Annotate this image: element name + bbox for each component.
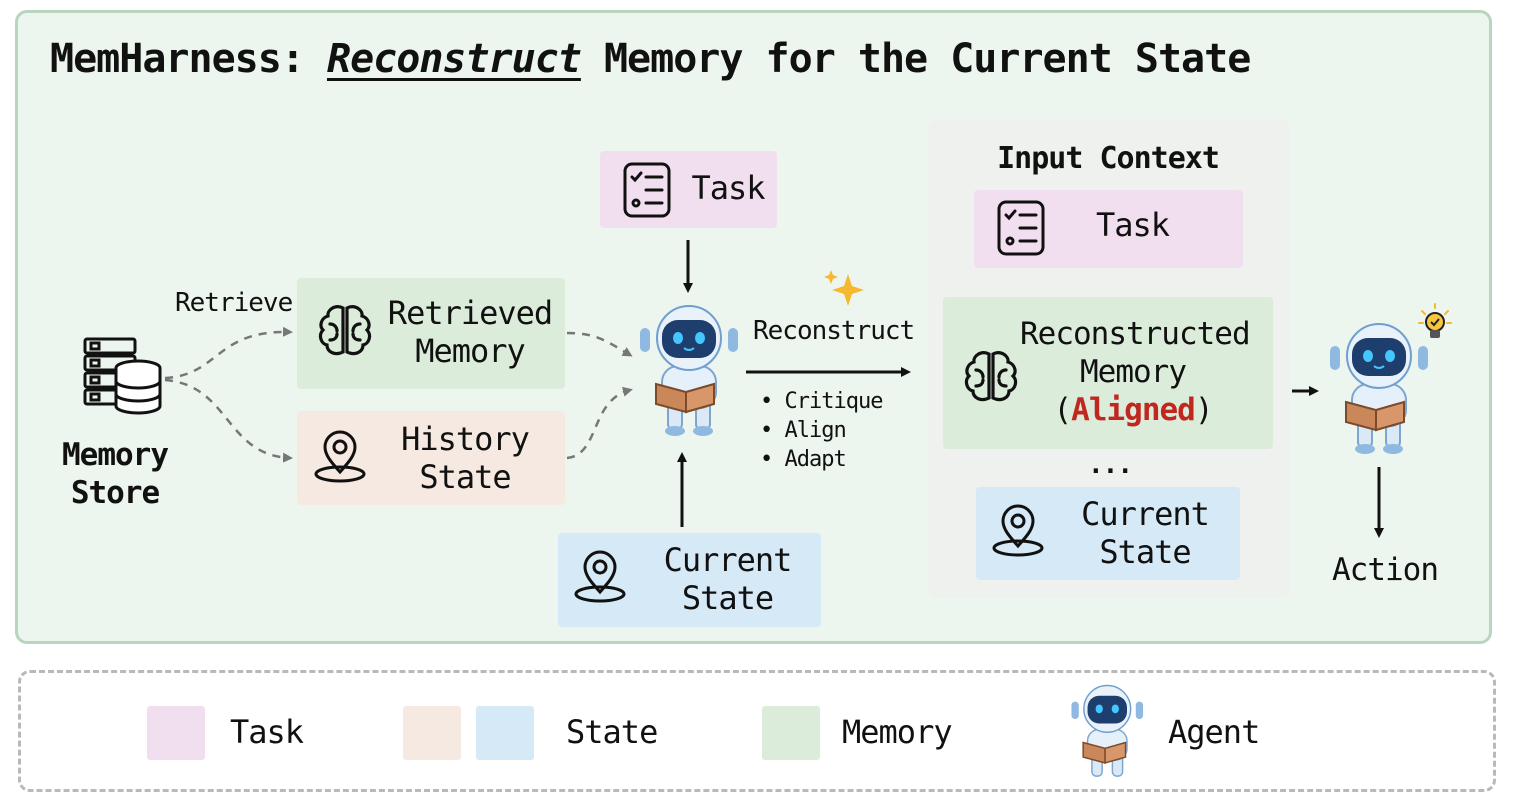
context-state-box [976, 487, 1240, 580]
context-memory-label: Reconstructed Memory (Aligned) [1020, 316, 1251, 428]
legend-history-swatch [403, 706, 461, 760]
context-memory-box [943, 297, 1273, 449]
legend [18, 670, 1496, 792]
legend-task-label: Task [230, 713, 304, 751]
legend-task-swatch [147, 706, 205, 760]
reconstruct-steps: • Critique • Align • Adapt [760, 387, 883, 474]
brain-icon [964, 351, 1018, 402]
aligned-highlight: Aligned [1071, 392, 1196, 428]
lightbulb-icon [1418, 303, 1452, 338]
robot-agent-icon [640, 305, 738, 436]
brain-icon [318, 305, 372, 356]
reconstruct-label: Reconstruct [753, 316, 915, 346]
legend-memory-swatch [762, 706, 820, 760]
legend-agent-label: Agent [1168, 713, 1260, 751]
robot-agent-icon [1071, 684, 1144, 777]
context-ellipsis: ... [1088, 450, 1133, 480]
input-context-title: Input Context [997, 141, 1220, 176]
task-label-top: Task [691, 169, 765, 207]
legend-state-label: State [566, 713, 658, 751]
retrieve-arrow-upper [164, 326, 293, 380]
legend-state-swatch [476, 706, 534, 760]
step-item: • Adapt [760, 447, 847, 472]
history-to-agent-arrow [566, 386, 633, 460]
location-pin-icon [574, 550, 626, 603]
title-emphasis: Reconstruct [326, 36, 582, 82]
location-pin-icon [314, 430, 366, 483]
robot-agent-icon [1330, 323, 1428, 454]
diagram-title: MemHarness: Reconstruct Memory for the C… [50, 36, 1251, 82]
checklist-icon [997, 200, 1045, 256]
history-state-box [297, 411, 565, 505]
database-server-icon [83, 337, 162, 415]
step-item: • Critique [760, 389, 883, 414]
step-item: • Align [760, 418, 847, 443]
context-task-label: Task [1095, 206, 1170, 244]
location-pin-icon [992, 504, 1044, 557]
sparkle-icon [824, 270, 864, 306]
retrieve-arrow-lower [164, 378, 293, 463]
legend-memory-label: Memory [842, 713, 953, 751]
current-state-box-bottom [558, 533, 821, 627]
checklist-icon [623, 162, 671, 218]
action-label: Action [1332, 552, 1439, 588]
retrieve-label: Retrieve [175, 288, 293, 318]
memory-to-agent-arrow [566, 331, 633, 357]
